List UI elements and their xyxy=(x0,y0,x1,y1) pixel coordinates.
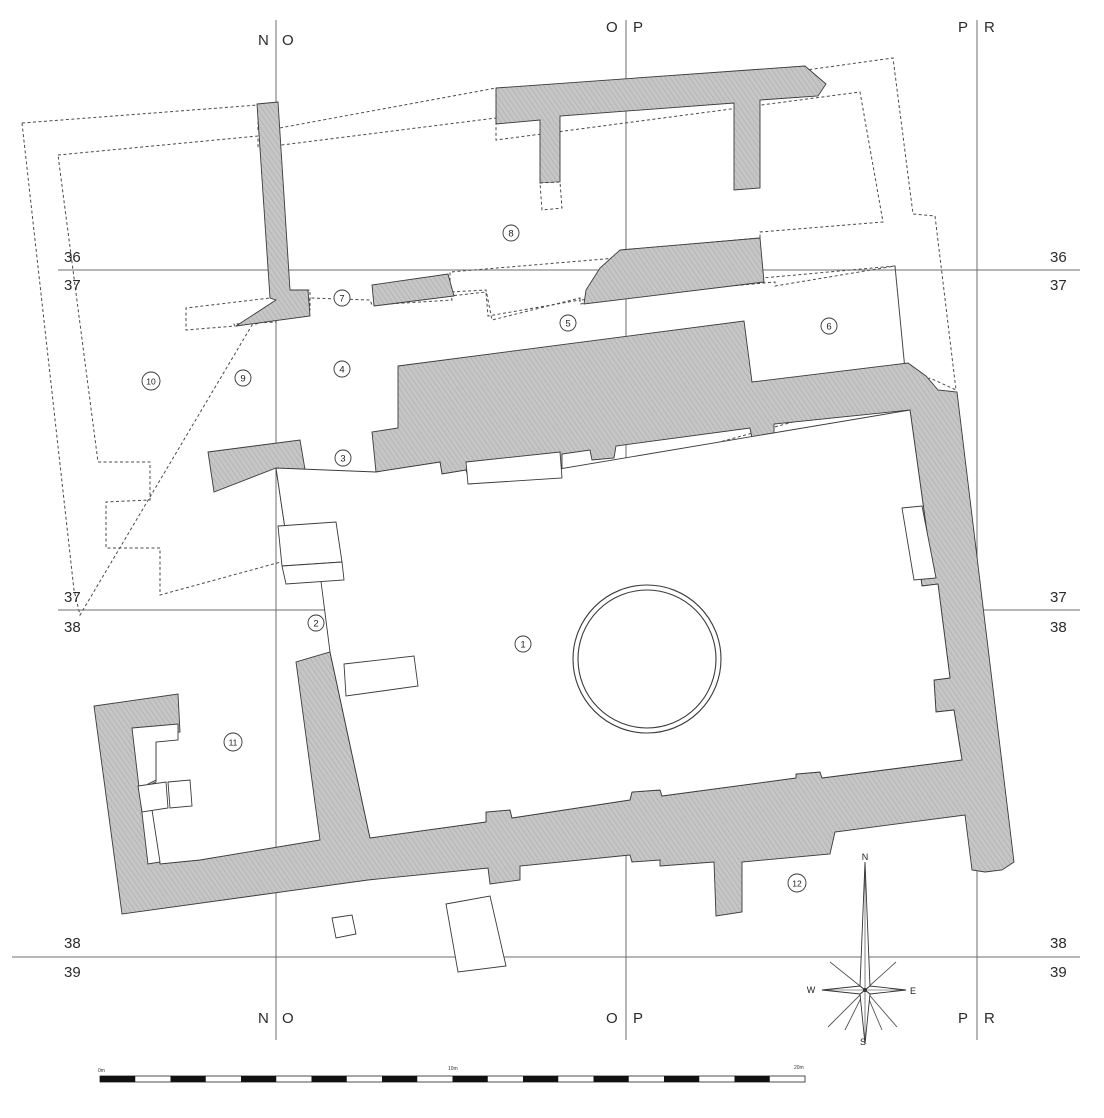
scale-bar-segment xyxy=(100,1076,136,1082)
scale-bar: 0m 10m 20m xyxy=(98,1065,806,1083)
compass-n: N xyxy=(862,852,869,862)
col-label-top-n: N xyxy=(258,32,269,49)
scale-label-mid: 10m xyxy=(448,1066,458,1072)
row-label-left-37b: 37 xyxy=(64,589,81,606)
room-marker-12: 12 xyxy=(787,873,807,893)
west-small-box-2 xyxy=(167,779,193,809)
row-label-left-38b: 38 xyxy=(64,935,81,952)
col-label-bottom-n: N xyxy=(258,1010,269,1027)
room-marker-7: 7 xyxy=(333,289,351,307)
west-room-inner xyxy=(131,723,179,865)
inner-dashed-outline xyxy=(57,91,912,596)
wall-room-7 xyxy=(371,273,455,307)
col-label-bottom-p2: P xyxy=(958,1010,968,1027)
col-label-top-p1: P xyxy=(633,19,643,36)
row-label-right-37b: 37 xyxy=(1050,589,1067,606)
col-label-bottom-r: R xyxy=(984,1010,995,1027)
annex-west xyxy=(277,521,343,567)
col-label-top-r: R xyxy=(984,19,995,36)
col-label-bottom-p1: P xyxy=(633,1010,643,1027)
scale-label-start: 0m xyxy=(98,1068,105,1074)
col-label-top-p2: P xyxy=(958,19,968,36)
wall-room-5 xyxy=(583,237,765,305)
central-circle xyxy=(572,584,722,734)
room-number: 10 xyxy=(146,377,156,387)
compass-s: S xyxy=(860,1037,866,1047)
col-label-bottom-o1: O xyxy=(282,1010,294,1027)
room-number: 4 xyxy=(339,365,344,376)
scale-bar-segment xyxy=(523,1076,559,1082)
compass-w: W xyxy=(807,985,816,995)
row-label-right-38a: 38 xyxy=(1050,619,1067,636)
room-markers: 1 2 3 4 5 6 7 8 9 10 11 12 xyxy=(141,224,838,893)
room-marker-6: 6 xyxy=(820,317,838,335)
room-number: 3 xyxy=(340,454,345,465)
room-marker-11: 11 xyxy=(223,732,243,752)
scale-bar-segment xyxy=(311,1076,347,1082)
scale-bar-blocks xyxy=(100,1076,770,1082)
annex-west-2 xyxy=(281,561,345,585)
room-number: 5 xyxy=(565,319,570,330)
scale-bar-segment xyxy=(593,1076,629,1082)
room-marker-4: 4 xyxy=(333,360,351,378)
grid-labels: N O O P P R N O O P P R 36 37 37 38 38 3… xyxy=(64,19,1067,1027)
circle-inner xyxy=(577,589,717,729)
scale-bar-segment xyxy=(170,1076,206,1082)
courtyard-inner xyxy=(275,409,963,839)
col-label-top-o2: O xyxy=(606,19,618,36)
compass-e: E xyxy=(910,986,916,996)
wall-no-vertical xyxy=(235,101,311,327)
row-label-right-38b: 38 xyxy=(1050,935,1067,952)
room-marker-9: 9 xyxy=(234,369,252,387)
white-features xyxy=(131,181,963,973)
row-label-left-38a: 38 xyxy=(64,619,81,636)
circle-outer xyxy=(572,584,722,734)
room-marker-8: 8 xyxy=(502,224,520,242)
scale-bar-segment xyxy=(382,1076,418,1082)
room-marker-1: 1 xyxy=(514,635,532,653)
room-marker-3: 3 xyxy=(334,449,352,467)
col-label-bottom-o2: O xyxy=(606,1010,618,1027)
room-number: 11 xyxy=(229,738,238,748)
col-label-top-o1: O xyxy=(282,32,294,49)
room-marker-2: 2 xyxy=(307,614,325,632)
scale-label-end: 20m xyxy=(794,1065,804,1071)
room-number: 6 xyxy=(826,322,831,333)
row-label-left-37a: 37 xyxy=(64,277,81,294)
row-label-right-37a: 37 xyxy=(1050,277,1067,294)
room-number: 8 xyxy=(508,229,513,240)
south-square-large xyxy=(445,895,507,973)
niche-east xyxy=(901,505,937,581)
scale-bar-segment xyxy=(241,1076,277,1082)
row-label-right-39: 39 xyxy=(1050,964,1067,981)
room-number: 12 xyxy=(792,879,802,889)
room-number: 7 xyxy=(339,294,344,305)
annex-entrance xyxy=(343,655,419,697)
dashed-cell-north xyxy=(539,181,563,211)
south-square-small xyxy=(331,914,357,939)
compass-rose: N S W E xyxy=(807,852,916,1047)
scale-bar-segment xyxy=(664,1076,700,1082)
room-number: 1 xyxy=(520,640,525,651)
room-marker-10: 10 xyxy=(141,371,161,391)
north-wall xyxy=(495,65,827,191)
room-marker-5: 5 xyxy=(559,314,577,332)
row-label-left-36: 36 xyxy=(64,249,81,266)
niche-south xyxy=(465,451,563,485)
west-small-box-1 xyxy=(137,781,169,813)
row-label-left-39: 39 xyxy=(64,964,81,981)
scale-bar-segment xyxy=(452,1076,488,1082)
room-number: 9 xyxy=(240,374,245,385)
room-number: 2 xyxy=(313,619,318,630)
scale-bar-segment xyxy=(734,1076,770,1082)
row-label-right-36: 36 xyxy=(1050,249,1067,266)
